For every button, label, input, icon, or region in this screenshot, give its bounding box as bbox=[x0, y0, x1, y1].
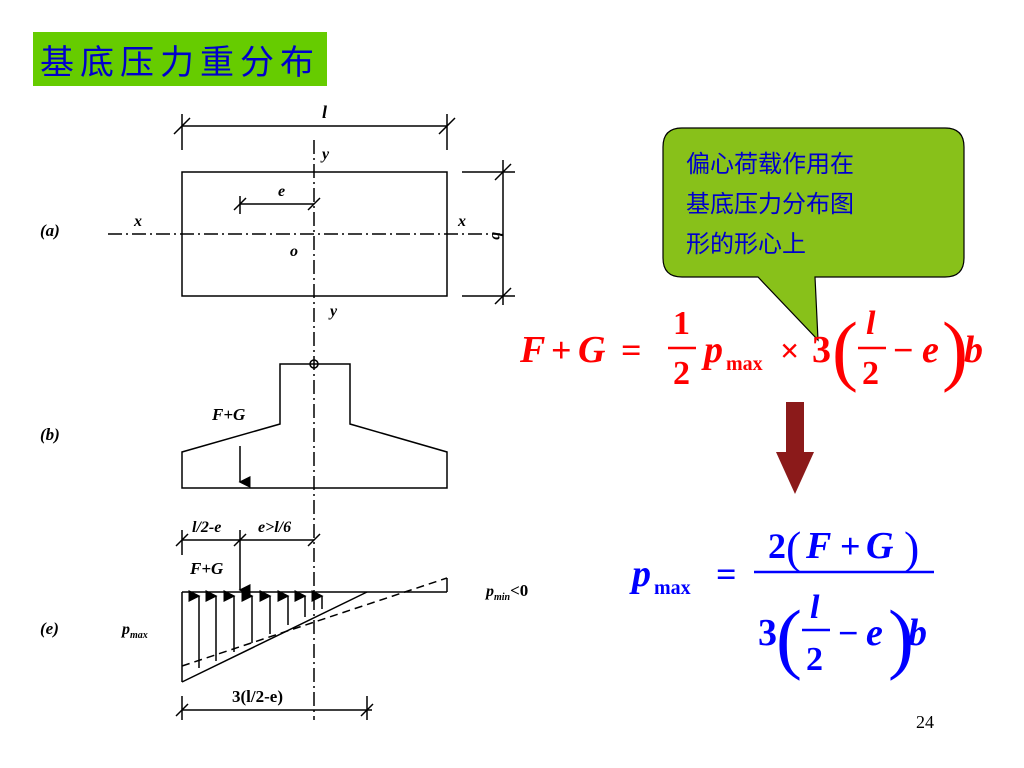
equation-1: F + G = 1 2 p max × 3 ( l 2 − e ) b bbox=[519, 305, 983, 393]
svg-text:b: b bbox=[964, 329, 983, 371]
svg-text:l: l bbox=[810, 589, 820, 626]
page-number: 24 bbox=[916, 712, 934, 732]
dim-egt-label: e>l/6 bbox=[258, 519, 291, 536]
pressure-diagram bbox=[175, 530, 448, 720]
svg-text:(: ( bbox=[832, 306, 858, 393]
svg-text:(: ( bbox=[786, 522, 801, 573]
svg-text:−: − bbox=[838, 613, 859, 653]
svg-text:2: 2 bbox=[673, 355, 690, 392]
axis-x-left: x bbox=[133, 213, 142, 230]
svg-text:F: F bbox=[519, 329, 545, 371]
svg-text:max: max bbox=[726, 353, 763, 375]
svg-text:G: G bbox=[578, 329, 606, 371]
pmin-label: pmin<0 bbox=[484, 581, 528, 603]
svg-text:): ) bbox=[888, 594, 914, 681]
section-view bbox=[181, 359, 448, 489]
origin-label: o bbox=[290, 243, 298, 260]
svg-text:1: 1 bbox=[673, 305, 690, 342]
dim-l-label: l bbox=[322, 102, 327, 122]
pmax-label: pmax bbox=[120, 621, 148, 641]
ecc-label: e bbox=[278, 183, 285, 200]
label-e: (e) bbox=[40, 619, 59, 638]
svg-text:p: p bbox=[629, 553, 651, 595]
load-b-label: F+G bbox=[211, 405, 246, 424]
svg-text:G: G bbox=[866, 525, 894, 567]
svg-text:2: 2 bbox=[862, 355, 879, 392]
svg-text:p: p bbox=[701, 329, 723, 371]
svg-text:+: + bbox=[551, 330, 572, 370]
svg-text:=: = bbox=[716, 554, 737, 594]
equation-2: p max = 2 ( F + G ) 3 ( l 2 − e ) b bbox=[629, 522, 934, 681]
dim-l2e-label: l/2-e bbox=[192, 519, 221, 536]
svg-text:max: max bbox=[654, 577, 691, 599]
svg-text:): ) bbox=[942, 306, 968, 393]
svg-text:×: × bbox=[780, 333, 799, 370]
svg-text:=: = bbox=[621, 330, 642, 370]
svg-text:+: + bbox=[840, 526, 861, 566]
axis-x-right: x bbox=[457, 213, 466, 230]
foundation-section bbox=[181, 363, 448, 489]
plan-view bbox=[108, 114, 515, 720]
svg-text:): ) bbox=[904, 522, 919, 573]
dim-3-label: 3(l/2-e) bbox=[232, 687, 283, 706]
svg-text:2: 2 bbox=[806, 641, 823, 678]
callout-line-2: 基底压力分布图 bbox=[686, 190, 854, 218]
callout-line-3: 形的形心上 bbox=[686, 230, 806, 258]
svg-text:3: 3 bbox=[758, 612, 777, 654]
slide-title: 基底压力重分布 bbox=[33, 32, 327, 86]
label-b: (b) bbox=[40, 425, 60, 444]
svg-text:(: ( bbox=[776, 594, 802, 681]
svg-text:e: e bbox=[866, 612, 883, 654]
callout-bubble: 偏心荷载作用在 基底压力分布图 形的形心上 bbox=[662, 127, 965, 342]
svg-text:2: 2 bbox=[768, 526, 786, 566]
svg-text:−: − bbox=[893, 330, 914, 370]
svg-text:e: e bbox=[922, 329, 939, 371]
axis-y-top: y bbox=[320, 146, 330, 163]
dim-b-label: b bbox=[488, 232, 505, 240]
svg-text:3: 3 bbox=[812, 329, 831, 371]
down-arrow-icon bbox=[776, 402, 814, 494]
callout-line-1: 偏心荷载作用在 bbox=[686, 150, 854, 178]
load-e-label: F+G bbox=[189, 559, 224, 578]
axis-y-bottom: y bbox=[328, 303, 338, 320]
label-a: (a) bbox=[40, 221, 60, 240]
svg-text:b: b bbox=[908, 612, 927, 654]
svg-text:F: F bbox=[805, 525, 831, 567]
svg-text:l: l bbox=[866, 305, 876, 342]
